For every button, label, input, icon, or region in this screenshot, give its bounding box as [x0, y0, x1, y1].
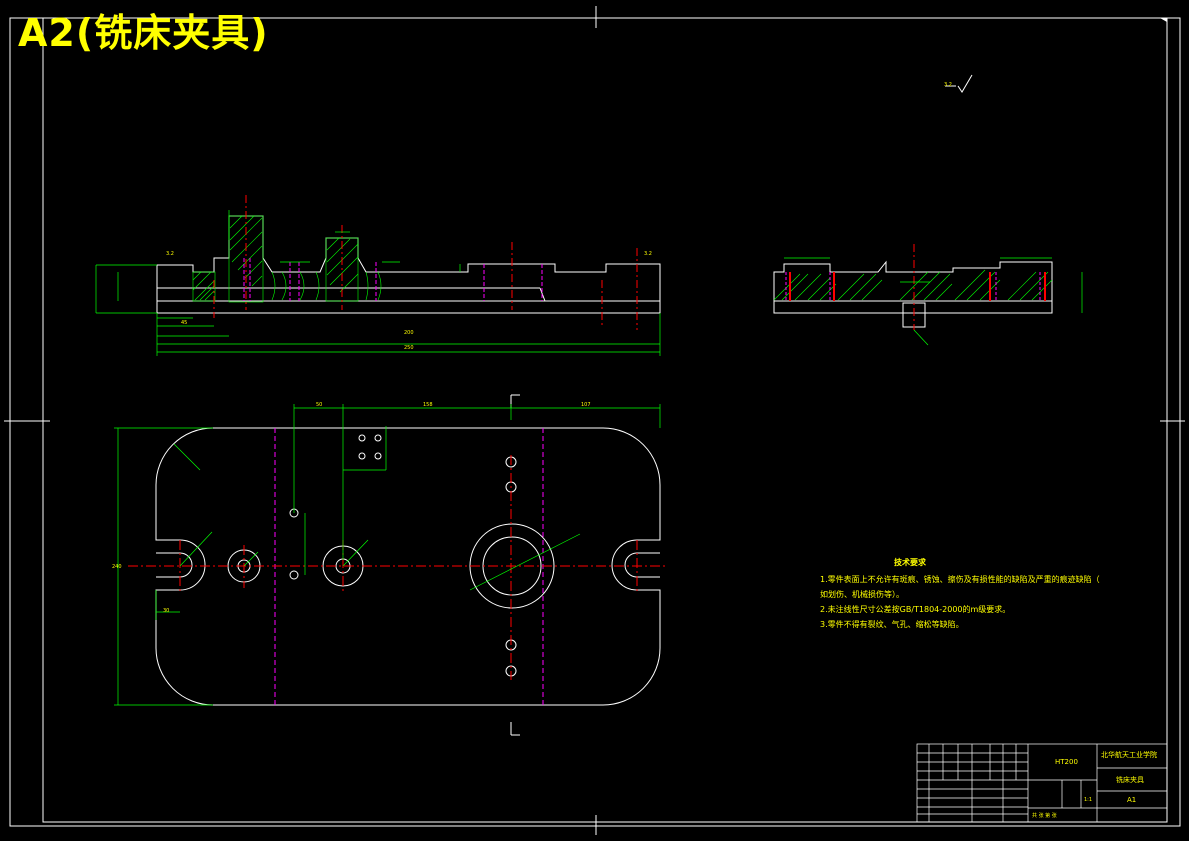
svg-text:200: 200 [404, 330, 414, 336]
svg-text:30: 30 [163, 608, 169, 614]
title-block-footer: 共 张 第 张 [1032, 813, 1057, 819]
title-block [916, 743, 1168, 823]
title-block-part-name: 铣床夹具 [1116, 776, 1144, 784]
svg-text:250: 250 [404, 345, 414, 351]
roughness-symbol [945, 74, 973, 93]
title-block-material: HT200 [1055, 758, 1078, 766]
svg-text:158: 158 [423, 402, 433, 408]
svg-text:50: 50 [316, 402, 322, 408]
requirement-line: 如划伤、机械损伤等）。 [820, 590, 904, 599]
svg-text:240: 240 [112, 564, 122, 570]
front-view: 3.2 3.2 200 250 45 [95, 195, 661, 356]
title-block-school: 北华航天工业学院 [1101, 751, 1157, 759]
svg-text:107: 107 [581, 402, 591, 408]
side-view [773, 244, 1083, 346]
top-view: 50 158 107 240 30 [112, 394, 668, 736]
requirement-line: 1.零件表面上不允许有斑痕、锈蚀、擦伤及有损性能的缺陷及严重的痕迹缺陷（ [820, 575, 1100, 584]
technical-requirements: 技术要求 1.零件表面上不允许有斑痕、锈蚀、擦伤及有损性能的缺陷及严重的痕迹缺陷… [820, 555, 1100, 632]
svg-text:45: 45 [181, 320, 187, 326]
title-block-drawing-no: A1 [1127, 796, 1137, 804]
roughness-value: 3.2 [944, 82, 952, 88]
sheet-title: A2(铣床夹具) [18, 11, 269, 55]
svg-text:3.2: 3.2 [166, 251, 174, 257]
title-block-scale: 1:1 [1084, 797, 1093, 803]
svg-text:3.2: 3.2 [644, 251, 652, 257]
inner-border [42, 17, 1168, 823]
requirement-line: 3.零件不得有裂纹、气孔、缩松等缺陷。 [820, 620, 964, 629]
requirement-line: 2.未注线性尺寸公差按GB/T1804-2000的m级要求。 [820, 605, 1011, 614]
technical-requirements-title: 技术要求 [894, 558, 926, 567]
